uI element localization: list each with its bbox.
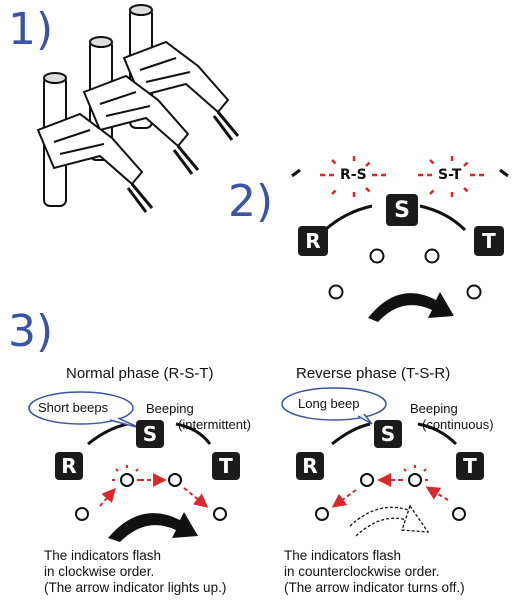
rotation-arrow-icon (368, 292, 454, 322)
flashing-indicator-icon (320, 156, 486, 198)
reverse-phase-title: Reverse phase (T-S-R) (296, 365, 451, 382)
step2-rs-label: R-S (340, 167, 367, 183)
normal-caption-2: in clockwise order. (44, 564, 155, 579)
normal-sound-label: Beeping (146, 401, 194, 416)
reverse-key-t: T (456, 452, 484, 480)
normal-indicators (75, 473, 227, 521)
normal-caption-1: The indicators flash (44, 548, 162, 563)
reverse-indicators (315, 473, 466, 521)
step2-key-t: T (474, 226, 504, 256)
reverse-red-arrows (331, 473, 449, 508)
normal-red-arrows (99, 473, 209, 508)
normal-flash-rays (112, 465, 142, 481)
step1-number: 1) (8, 4, 54, 55)
clamp-probe-icon (36, 4, 240, 213)
reverse-bubble-text: Long beep (298, 396, 360, 411)
normal-panel-lines (87, 422, 212, 446)
reverse-key-s: S (374, 420, 402, 448)
step2-panel (291, 168, 509, 232)
reverse-flash-rays (400, 465, 430, 481)
reverse-panel-lines (331, 422, 458, 446)
reverse-rotation-arrow-icon (349, 504, 430, 537)
normal-sound-detail: (intermittent) (178, 417, 251, 432)
step2-st-label: S-T (438, 167, 462, 183)
reverse-caption-3: (The arrow indicator turns off.) (284, 580, 465, 595)
normal-caption-3: (The arrow indicator lights up.) (44, 580, 227, 595)
step2-number: 2) (228, 176, 274, 227)
normal-bubble-text: Short beeps (38, 400, 109, 415)
clamp-probe-r (36, 75, 154, 213)
normal-phase-title: Normal phase (R-S-T) (66, 365, 214, 382)
step2-indicators (328, 248, 482, 300)
normal-rotation-arrow-icon (108, 512, 198, 542)
step3-number: 3) (8, 306, 54, 357)
normal-key-r: R (55, 452, 83, 480)
normal-key-t: T (212, 452, 240, 480)
reverse-sound-detail: (continuous) (422, 417, 494, 432)
speech-bubble-icon (28, 387, 387, 429)
step2-key-s: S (386, 194, 418, 226)
normal-key-s: S (136, 420, 164, 448)
reverse-caption-2: in counterclockwise order. (284, 564, 440, 579)
reverse-key-r: R (296, 452, 324, 480)
step2-key-r: R (298, 226, 328, 256)
reverse-caption-1: The indicators flash (284, 548, 402, 563)
reverse-sound-label: Beeping (410, 401, 458, 416)
